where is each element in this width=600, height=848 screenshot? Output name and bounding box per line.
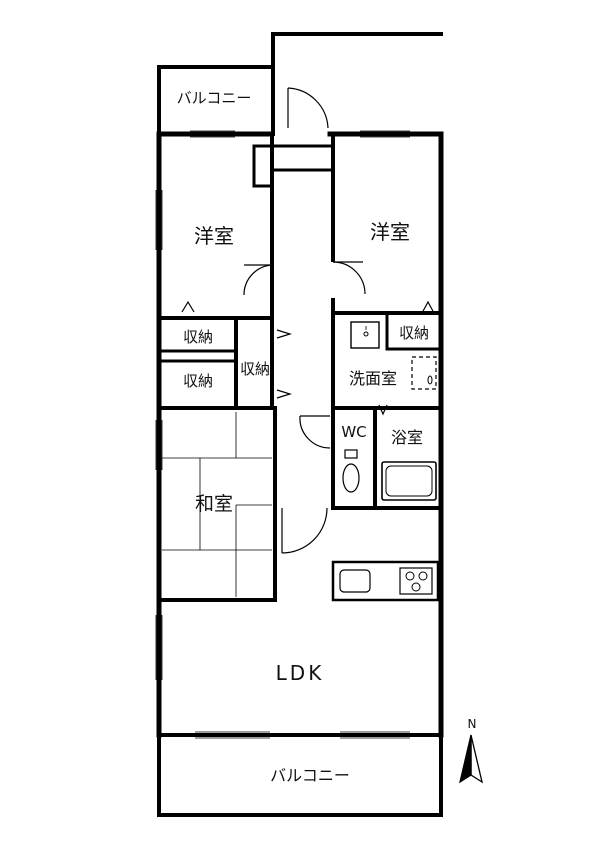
label-wc: WC — [341, 423, 366, 441]
compass-north-label: N — [468, 717, 477, 731]
label-storage-3: 収納 — [240, 360, 270, 378]
label-washroom: 洗面室 — [349, 369, 397, 388]
tatami-lines — [162, 412, 272, 597]
exterior-walls — [156, 32, 444, 817]
label-ldk: LDK — [276, 661, 325, 685]
doors — [181, 87, 435, 554]
label-japanese-room: 和室 — [195, 493, 233, 515]
windows — [155, 130, 410, 739]
north-arrow-icon — [459, 734, 483, 784]
label-balcony-bottom: バルコニー — [270, 766, 350, 785]
label-storage-4: 収納 — [399, 324, 429, 342]
label-storage-2: 収納 — [183, 372, 213, 390]
label-western-room-right: 洋室 — [370, 220, 410, 244]
label-western-room-left: 洋室 — [194, 224, 234, 248]
interior-walls — [157, 132, 443, 602]
north-compass: N — [459, 717, 483, 784]
label-storage-1: 収納 — [183, 328, 213, 346]
label-bathroom: 浴室 — [391, 428, 423, 447]
label-balcony-top: バルコニー — [177, 89, 252, 107]
fixtures — [331, 321, 440, 602]
